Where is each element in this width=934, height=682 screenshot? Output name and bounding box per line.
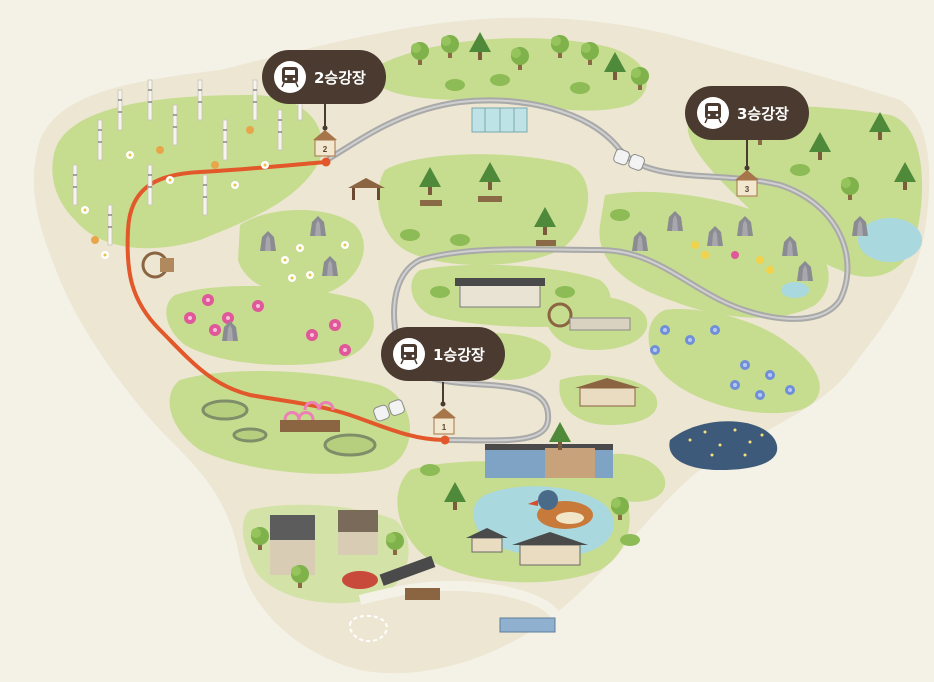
greenhouse — [471, 107, 528, 133]
tram-icon — [373, 148, 645, 422]
pond-pavilion — [466, 528, 588, 566]
station-pin-2[interactable]: 2승강장 — [262, 50, 386, 131]
train-icon — [704, 103, 722, 124]
svg-text:2: 2 — [323, 145, 328, 154]
night-garden — [669, 421, 778, 470]
svg-text:3: 3 — [745, 185, 750, 194]
station-house-1[interactable]: 1 — [432, 408, 456, 445]
small-hanok — [575, 378, 640, 407]
walking-route — [125, 160, 447, 442]
bonsai-garden — [400, 162, 556, 246]
station-1-marker — [440, 435, 450, 445]
station-2-marker — [321, 157, 331, 167]
water-mill — [141, 251, 631, 331]
heart-bridge — [280, 401, 340, 432]
stone-circles — [201, 399, 377, 457]
station-house-2[interactable]: 2 — [313, 130, 337, 167]
station-pin-3[interactable]: 3승강장 — [685, 86, 809, 171]
station-1-label: 1승강장 — [433, 346, 485, 364]
station-house-3[interactable]: 3 — [735, 170, 759, 197]
walking-path — [358, 580, 565, 631]
bus-loop — [348, 614, 388, 643]
station-2-label: 2승강장 — [314, 69, 366, 87]
train-icon — [400, 344, 418, 365]
mandarin-duck — [528, 490, 593, 529]
birch-forest — [72, 79, 303, 259]
train-icon — [281, 67, 299, 88]
traditional-building — [430, 278, 575, 308]
station-3-label: 3승강장 — [737, 105, 789, 123]
stone-garden — [610, 209, 813, 281]
station-pin-1[interactable]: 1승강장 — [381, 327, 505, 407]
svg-text:1: 1 — [442, 423, 447, 432]
pavilion — [348, 178, 385, 200]
visitor-center — [485, 444, 613, 478]
night-lights — [688, 428, 764, 457]
